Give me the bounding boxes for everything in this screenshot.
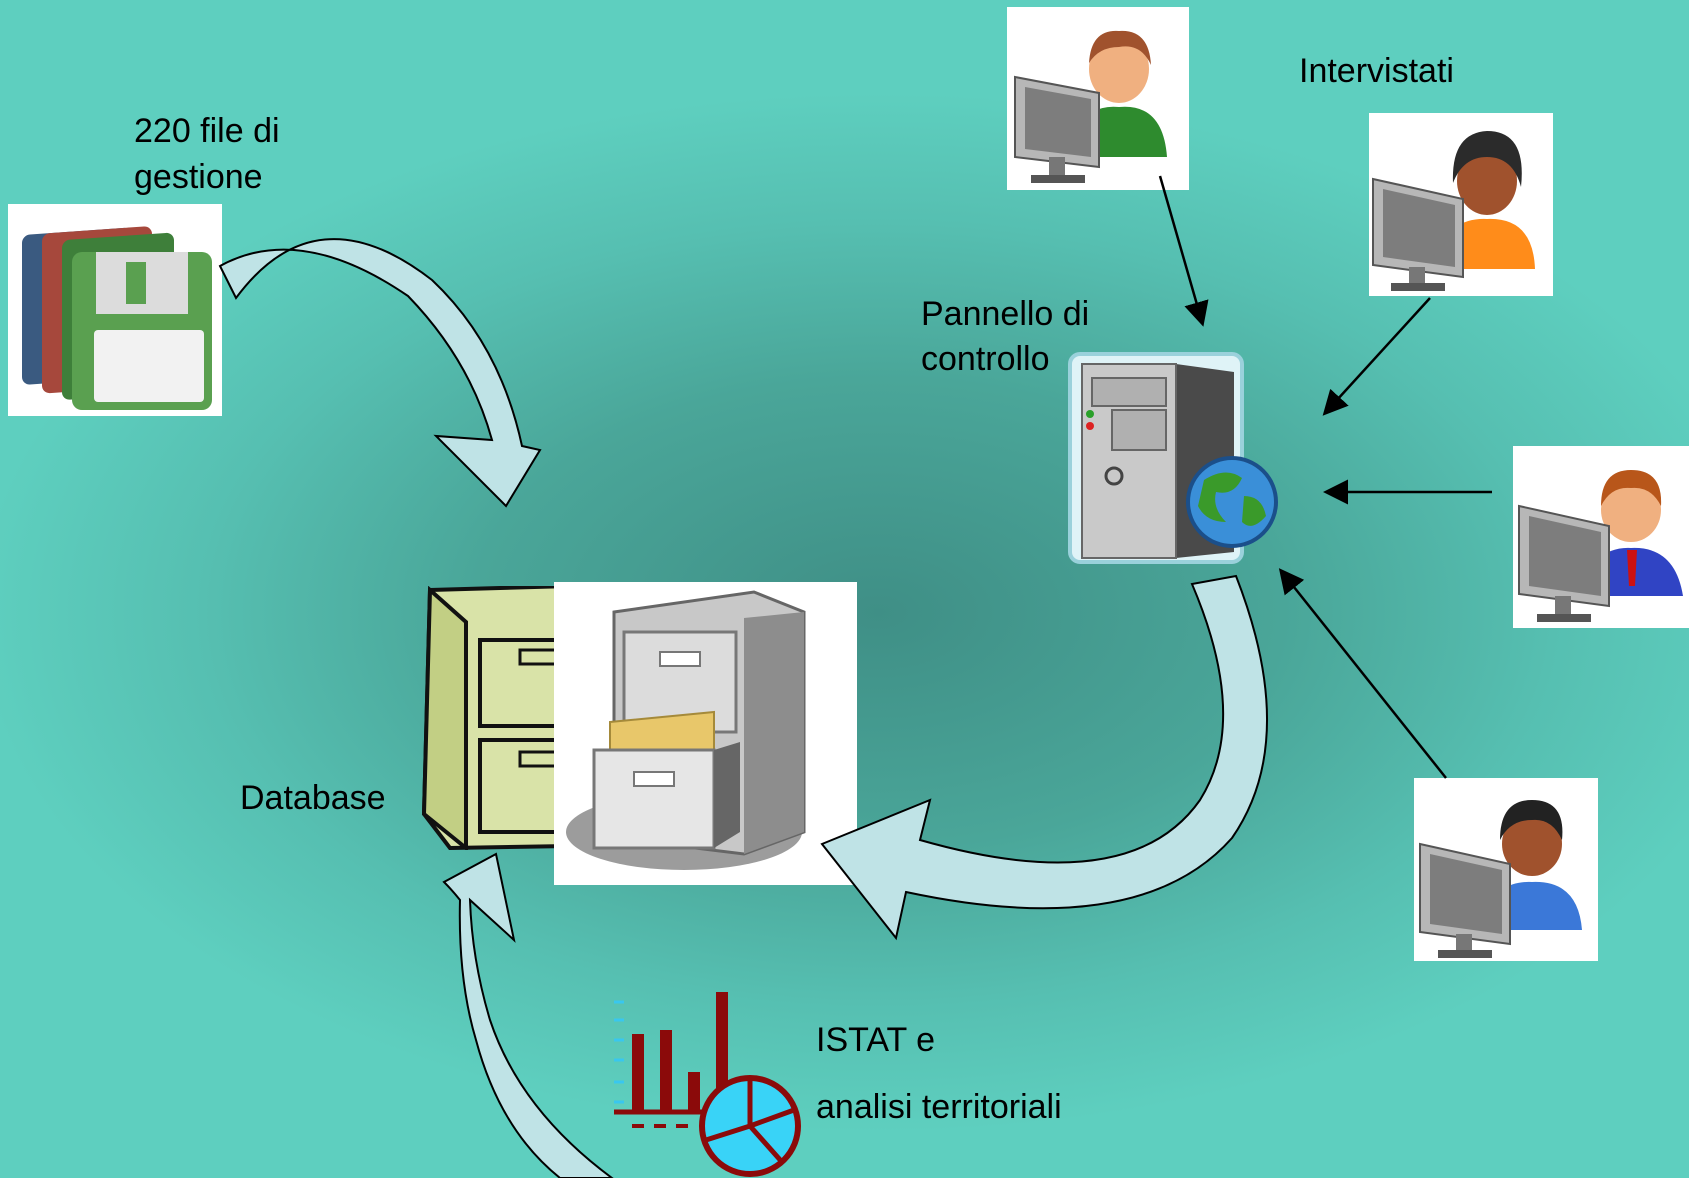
istat-label-line1: ISTAT e [816, 1021, 936, 1059]
user-orange-icon [1369, 113, 1553, 296]
panel-label-line2: controllo [921, 340, 1050, 378]
files-label-line1: 220 file di [134, 112, 280, 150]
floppy-disks-icon [8, 204, 222, 416]
istat-label-line2: analisi territoriali [816, 1088, 1062, 1126]
user-orange-to-server-arrow [1322, 297, 1431, 416]
server-globe-icon [1066, 346, 1284, 564]
user-blue-to-server-arrow [1278, 568, 1447, 779]
panel-label-line1: Pannello di [921, 295, 1090, 333]
filing-cabinet-back-icon [420, 586, 570, 850]
files-to-database-arrow [218, 238, 542, 508]
user-green-icon [1007, 7, 1189, 190]
server-to-database-arrow [820, 574, 1269, 941]
respondents-label: Intervistati [1299, 52, 1454, 90]
user-green-to-server-arrow [1158, 175, 1209, 327]
istat-to-database-arrow [442, 852, 614, 1178]
user-blue-tie-icon [1513, 446, 1689, 628]
files-label-line2: gestione [134, 158, 263, 196]
user-blue-icon [1414, 778, 1598, 961]
statistics-chart-icon [612, 990, 804, 1178]
database-label: Database [240, 779, 386, 817]
filing-cabinet-icon [554, 582, 857, 885]
